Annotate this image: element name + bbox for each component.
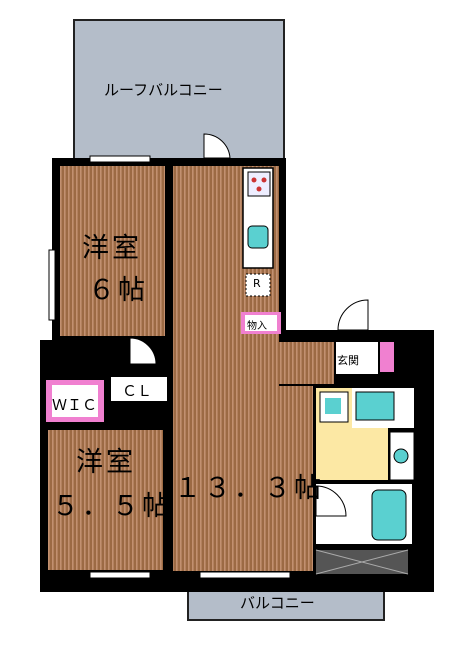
door-hall — [337, 299, 369, 331]
western-room-55-size: ５．５帖 — [52, 491, 172, 522]
roof-balcony-label: ルーフバルコニー — [104, 81, 223, 99]
western-room-6-name: 洋室 — [82, 233, 142, 264]
window-top — [89, 155, 151, 163]
entrance-floor — [336, 342, 378, 374]
door-bath — [315, 485, 347, 517]
roof-balcony-area — [73, 19, 285, 161]
wic-label: ＷＩＣ — [52, 396, 98, 414]
entrance-label: 玄関 — [337, 354, 359, 367]
kitchen-sink — [247, 225, 269, 249]
bathtub — [371, 489, 407, 541]
door-roof — [203, 133, 231, 159]
western-room-55-name: 洋室 — [76, 447, 136, 478]
window-left — [48, 249, 56, 321]
stove — [247, 171, 271, 197]
balcony-label: バルコニー — [240, 594, 315, 612]
hall-floor — [272, 342, 334, 384]
western-room-55-floor — [48, 430, 163, 570]
refrigerator-box — [245, 273, 271, 297]
closet-floor — [109, 375, 169, 403]
door-western-6 — [129, 337, 157, 365]
window-bottom-left — [89, 571, 151, 579]
western-room-6-floor — [60, 166, 165, 336]
shoe-box — [380, 342, 394, 372]
closet-label: ＣＬ — [122, 382, 153, 400]
window-bottom-ldk — [199, 571, 291, 579]
refrigerator-label: R — [253, 277, 261, 290]
storage-label: 物入 — [247, 321, 267, 332]
western-room-6-size: ６帖 — [88, 275, 148, 306]
ldk-size: １３．３帖 — [174, 473, 324, 504]
